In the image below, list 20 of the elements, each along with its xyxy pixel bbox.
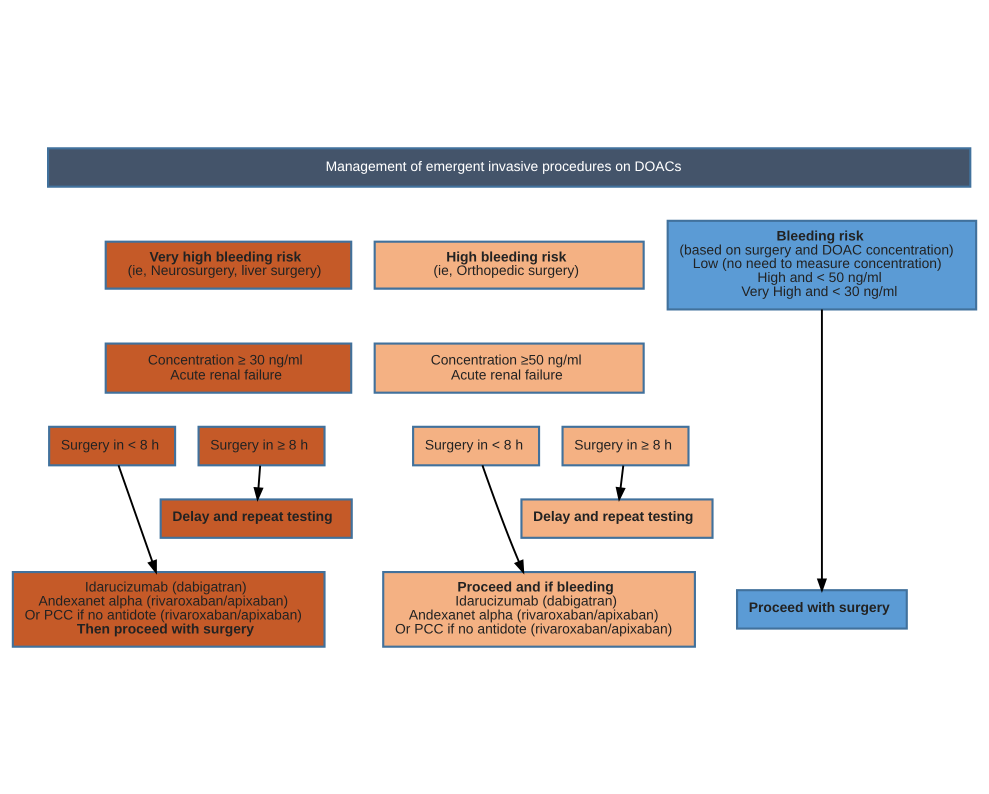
node-box: High bleeding risk (ie, Orthopedic surgery) <box>374 240 645 290</box>
node-box: Surgery in < 8 h <box>48 425 176 466</box>
node-box: Surgery in < 8 h <box>412 425 540 466</box>
node-box: Bleeding risk (based on surgery and DOAC concentration) Low (no need to measure concentration) High and < 50 ng/ml Very High and < 30 ng/ml <box>666 219 978 310</box>
node-box: Very high bleeding risk (ie, Neurosurgery, liver surgery) <box>104 240 352 290</box>
arrow <box>253 465 264 502</box>
arrow <box>482 464 524 574</box>
node-box: Idarucizumab (dabigatran) Andexanet alpha (rivaroxaban/apixaban) Or PCC if no antidote (rivaroxaban/apixaban) Then proceed with surgery <box>12 570 326 648</box>
node-box: Management of emergent invasive procedures on DOACs <box>47 146 972 188</box>
node-box: Surgery in ≥ 8 h <box>561 425 690 466</box>
node-box: Delay and repeat testing <box>160 498 353 538</box>
node-box: Proceed and if bleeding Idarucizumab (dabigatran) Andexanet alpha (rivaroxaban/apixaban) Or PCC if no antidote (rivaroxaban/apixaban) <box>382 570 696 648</box>
node-box: Surgery in ≥ 8 h <box>198 425 326 466</box>
node-box: Concentration ≥50 ng/ml Acute renal failure <box>374 342 645 394</box>
arrow <box>118 464 157 574</box>
node-box: Delay and repeat testing <box>520 498 714 538</box>
arrow <box>816 309 827 593</box>
node-box: Concentration ≥ 30 ng/ml Acute renal failure <box>104 342 352 394</box>
node-box: Proceed with surgery <box>736 588 908 630</box>
arrow <box>616 465 626 502</box>
